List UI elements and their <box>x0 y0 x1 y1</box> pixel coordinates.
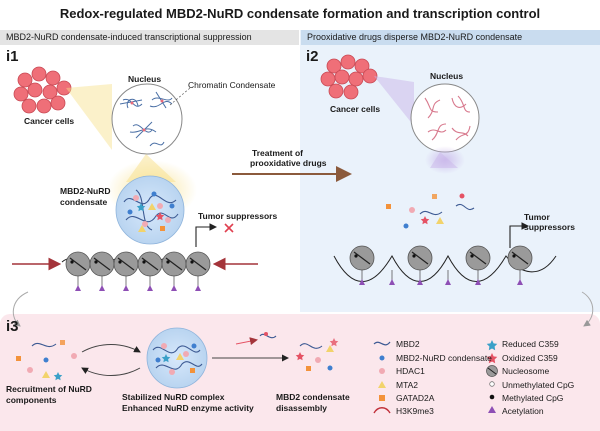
tumor-suppressors-label-left: Tumor suppressors <box>198 211 278 221</box>
connector-left <box>12 291 29 327</box>
disassembled-components <box>295 338 339 371</box>
legend-reduced-c359: Reduced C359 <box>502 339 559 349</box>
condensate-label-line1: MBD2-NuRD <box>60 186 111 196</box>
panel-tag-i1: i1 <box>6 48 19 65</box>
disassembly-label-line2: disassembly <box>276 403 328 413</box>
chromatin-pointer <box>169 87 191 106</box>
bottom-panel <box>0 314 600 431</box>
treatment-label-line1: Treatment of <box>252 148 304 158</box>
cell-zoom-cone-left <box>66 84 112 150</box>
legend-h3k9me3: H3K9me3 <box>396 406 434 416</box>
legend-hdac1: HDAC1 <box>396 366 425 376</box>
cancer-cells-left <box>13 66 72 114</box>
panel-tag-i3: i3 <box>6 318 19 335</box>
treatment-label-line2: prooxidative drugs <box>250 158 327 168</box>
cancer-cells-label-left: Cancer cells <box>24 116 75 126</box>
cell-zoom-cone-right <box>374 76 414 126</box>
equilibrium-arrows <box>81 344 141 376</box>
nucleus-left <box>111 83 183 155</box>
legend-unmethylated-cpg: Unmethylated CpG <box>502 380 575 390</box>
legend-acetylation: Acetylation <box>502 406 544 416</box>
nucleus-label-left: Nucleus <box>128 74 162 84</box>
condensate-zoom-cone <box>126 154 176 182</box>
nucleus-right <box>410 83 480 153</box>
chromatin-condensate-label: Chromatin Condensate <box>188 80 276 90</box>
legend-methylated-cpg: Methylated CpG <box>502 393 564 403</box>
legend-mbd2: MBD2 <box>396 339 420 349</box>
cancer-cells-label-right: Cancer cells <box>330 104 381 114</box>
mbd2-nurd-condensate <box>115 175 185 245</box>
legend-symbols-col2 <box>486 340 498 413</box>
connector-right <box>581 291 594 327</box>
transcription-arrow-left <box>195 223 218 247</box>
oxidation-mini-arrow <box>235 337 258 346</box>
transcription-arrow-right <box>509 222 530 248</box>
tumor-suppressors-label-right: Tumor suppressors <box>524 212 576 232</box>
stabilized-condensate <box>146 327 208 389</box>
legend-oxidized-c359: Oxidized C359 <box>502 353 558 363</box>
legend-nucleosome: Nucleosome <box>502 366 550 376</box>
repression-x-mark <box>224 223 234 233</box>
legend-mta2: MTA2 <box>396 380 419 390</box>
panel-tag-i2: i2 <box>306 48 319 65</box>
nucleus-cone-right <box>430 152 458 168</box>
condensate-label-line2: condensate <box>60 197 108 207</box>
figure-title: Redox-regulated MBD2-NuRD condensate for… <box>59 6 541 21</box>
stabilized-label-line2: Enhanced NuRD enzyme activity <box>122 403 254 413</box>
stabilized-label-line1: Stabilized NuRD complex <box>122 392 225 402</box>
disassembly-label-line1: MBD2 condensate <box>276 392 350 402</box>
nucleosome-array-left <box>61 251 211 291</box>
mini-mbd2 <box>259 332 277 339</box>
recruitment-label-line1: Recruitment of NuRD <box>6 384 92 394</box>
right-panel-header: Prooxidative drugs disperse MBD2-NuRD co… <box>301 30 600 45</box>
legend-symbols-col1 <box>373 341 391 414</box>
legend-mbd2-nurd-condensate: MBD2-NuRD condensate <box>396 353 492 363</box>
recruitment-components <box>16 340 77 381</box>
dispersed-components <box>386 193 475 229</box>
nucleus-label-right: Nucleus <box>430 71 464 81</box>
legend-gatad2a: GATAD2A <box>396 393 435 403</box>
recruitment-label-line2: components <box>6 395 57 405</box>
nucleosome-array-right <box>333 245 557 285</box>
left-panel-header: MBD2-NuRD condensate-induced transcripti… <box>0 30 299 45</box>
cancer-cells-right <box>320 54 378 100</box>
